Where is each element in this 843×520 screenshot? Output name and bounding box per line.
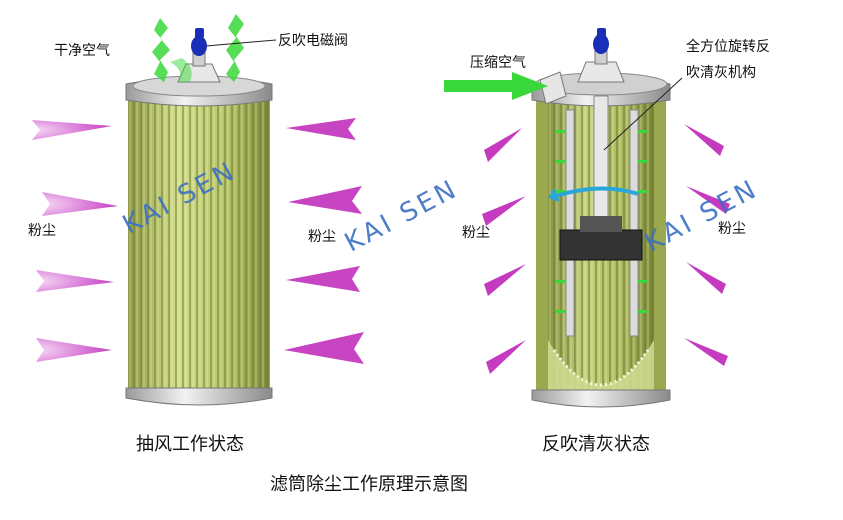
diagram-title: 滤筒除尘工作原理示意图 [270,474,468,495]
rotary-mechanism-label-2: 吹清灰机构 [686,65,756,81]
compressed-air-label: 压缩空气 [470,55,526,71]
mechanism-leader-line [603,77,683,151]
dust-label-left-inner: 粉尘 [308,229,336,245]
caption-cleaning-state: 反吹清灰状态 [542,434,650,455]
dust-label-right-inner: 粉尘 [462,225,490,241]
dust-arrows-right-outward-left [482,128,526,374]
solenoid-valve-label: 反吹电磁阀 [278,33,348,49]
rotary-mechanism-label-1: 全方位旋转反 [686,39,770,55]
dust-label-left-outer: 粉尘 [28,223,56,239]
dust-arrows-right-of-left [284,118,364,364]
solenoid-valve-right-icon [593,28,609,54]
compressed-air-arrow [444,72,548,100]
valve-leader-line [205,39,277,47]
clean-air-plume [152,14,244,82]
dust-arrows-left [32,120,118,362]
caption-suction-state: 抽风工作状态 [136,434,244,455]
left-cartridge [125,49,273,406]
clean-air-label: 干净空气 [54,43,110,59]
rotary-blowpipe-mechanism [548,95,648,337]
dust-label-right-outer: 粉尘 [718,221,746,237]
dust-arrows-right-outward-right [684,124,730,366]
solenoid-valve-icon [191,28,207,56]
